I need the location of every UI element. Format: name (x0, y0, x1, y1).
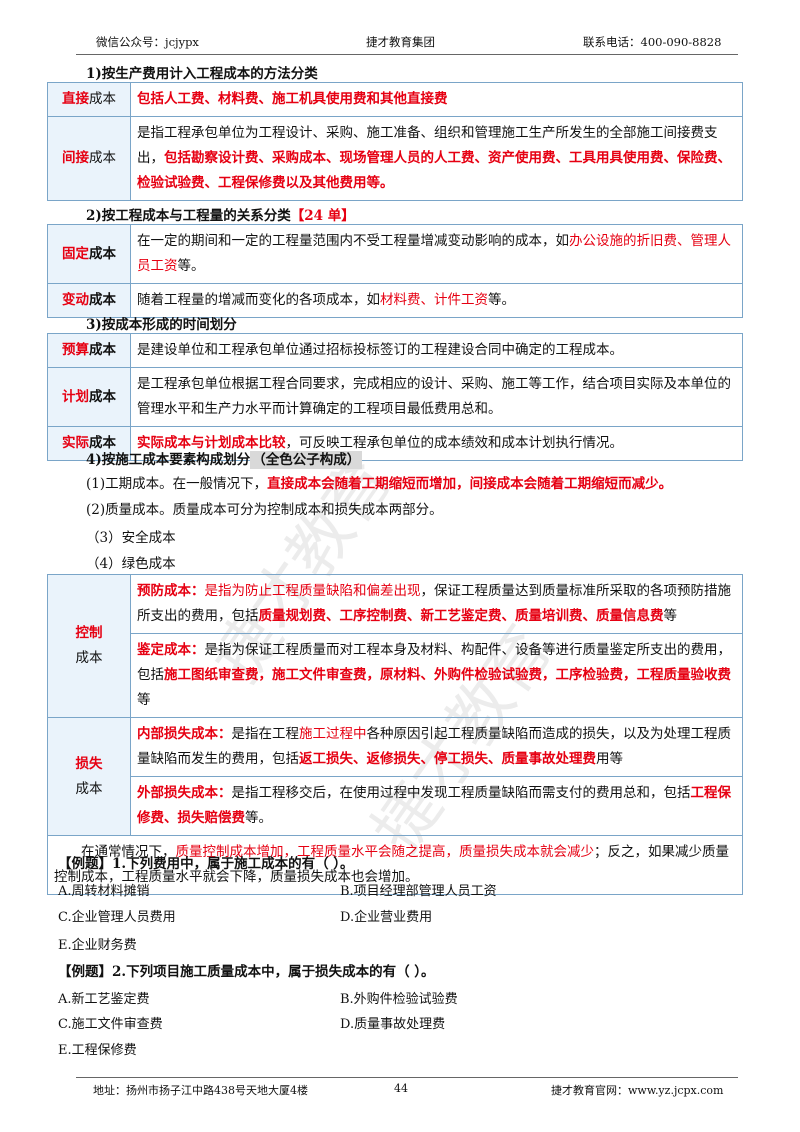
table-row: 外部损失成本：是指工程移交后，在使用过程中发现工程质量缺陷而需支付的费用总和，包… (48, 776, 743, 836)
footer-divider (76, 1077, 738, 1078)
option[interactable]: E.企业财务费 (58, 938, 137, 953)
row-key: 固定成本 (47, 224, 131, 284)
footer-website: 捷才教育官网：www.yz.jcpx.com (551, 1084, 724, 1097)
row-key: 计划成本 (47, 367, 131, 427)
row-key: 直接成本 (47, 82, 131, 117)
row-key: 间接成本 (47, 116, 131, 201)
table-row: 鉴定成本：是指为保证工程质量而对工程本身及材料、构配件、设备等进行质量鉴定所支出… (48, 633, 743, 718)
page-header: 微信公众号：jcjypx 捷才教育集团 联系电话：400-090-8828 (0, 34, 800, 52)
option[interactable]: B.项目经理部管理人员工资 (340, 884, 497, 899)
appraisal-cost: 鉴定成本：是指为保证工程质量而对工程本身及材料、构配件、设备等进行质量鉴定所支出… (130, 633, 743, 718)
mnemonic-tag: （全色公子构成） (250, 451, 363, 469)
header-phone: 联系电话：400-090-8828 (583, 35, 722, 49)
row-text: 是指工程承包单位为工程设计、采购、施工准备、组织和管理施工生产所发生的全部施工间… (130, 116, 743, 201)
row-text: 包括人工费、材料费、施工机具使用费和其他直接费 (130, 82, 743, 117)
row-key: 变动成本 (47, 283, 131, 318)
option[interactable]: E.工程保修费 (58, 1043, 137, 1058)
option[interactable]: A.周转材料摊销 (58, 884, 150, 899)
header-company: 捷才教育集团 (366, 35, 435, 49)
question-1: 【例题】1.下列费用中，属于施工成本的有（ ）。 (58, 856, 354, 872)
exam-tag: 【24 单】 (290, 208, 355, 224)
table-row: 变动成本 随着工程量的增减而变化的各项成本，如材料费、计件工资等。 (47, 283, 743, 318)
option[interactable]: B.外购件检验试验费 (340, 992, 458, 1007)
row-key: 实际成本 (47, 426, 131, 461)
section-title: 4)按施工成本要素构成划分（全色公子构成） (86, 451, 363, 469)
section-title: 1)按生产费用计入工程成本的方法分类 (86, 66, 318, 82)
quality-note: 在通常情况下，质量控制成本增加，工程质量水平会随之提高，质量损失成本就会减少；反… (47, 835, 743, 895)
green-cost-line: （4）绿色成本 (86, 556, 176, 572)
external-loss-cost: 外部损失成本：是指工程移交后，在使用过程中发现工程质量缺陷而需支付的费用总和，包… (130, 776, 743, 836)
footer-address: 地址：扬州市扬子江中路438号天地大厦4楼 (93, 1084, 308, 1097)
option[interactable]: A.新工艺鉴定费 (58, 992, 150, 1007)
question-2: 【例题】2.下列项目施工质量成本中，属于损失成本的有（ ）。 (58, 964, 435, 980)
row-text: 实际成本与计划成本比较，可反映工程承包单位的成本绩效和成本计划执行情况。 (130, 426, 743, 461)
time-cost-table: 预算成本 是建设单位和工程承包单位通过招标投标签订的工程建设合同中确定的工程成本… (47, 333, 743, 461)
table-row: 计划成本 是工程承包单位根据工程合同要求，完成相应的设计、采购、施工等工作，结合… (47, 367, 743, 427)
row-text: 在一定的期间和一定的工程量范围内不受工程量增减变动影响的成本，如办公设施的折旧费… (130, 224, 743, 284)
row-key: 预算成本 (47, 333, 131, 368)
safety-cost-line: （3）安全成本 (86, 530, 176, 546)
row-text: 是工程承包单位根据工程合同要求，完成相应的设计、采购、施工等工作，结合项目实际及… (130, 367, 743, 427)
header-wechat: 微信公众号：jcjypx (96, 35, 199, 49)
option[interactable]: D.企业营业费用 (340, 910, 433, 925)
row-text: 随着工程量的增减而变化的各项成本，如材料费、计件工资等。 (130, 283, 743, 318)
row-text: 是建设单位和工程承包单位通过招标投标签订的工程建设合同中确定的工程成本。 (130, 333, 743, 368)
table-row: 损失成本 内部损失成本：是指在工程施工过程中各种原因引起工程质量缺陷而造成的损失… (47, 717, 743, 836)
row-key: 控制成本 (47, 574, 131, 718)
section-title: 2)按工程成本与工程量的关系分类【24 单】 (86, 208, 355, 224)
table-row: 在通常情况下，质量控制成本增加，工程质量水平会随之提高，质量损失成本就会减少；反… (47, 835, 743, 895)
table-row: 间接成本 是指工程承包单位为工程设计、采购、施工准备、组织和管理施工生产所发生的… (47, 116, 743, 201)
internal-loss-cost: 内部损失成本：是指在工程施工过程中各种原因引起工程质量缺陷而造成的损失，以及为处… (130, 717, 743, 777)
quality-cost-line: (2)质量成本。质量成本可分为控制成本和损失成本两部分。 (86, 502, 443, 518)
fixed-variable-table: 固定成本 在一定的期间和一定的工程量范围内不受工程量增减变动影响的成本，如办公设… (47, 224, 743, 318)
table-row: 控制成本 预防成本：是指为防止工程质量缺陷和偏差出现，保证工程质量达到质量标准所… (47, 574, 743, 718)
cost-method-table: 直接成本 包括人工费、材料费、施工机具使用费和其他直接费 间接成本 是指工程承包… (47, 82, 743, 201)
option[interactable]: C.施工文件审查费 (58, 1017, 163, 1032)
quality-cost-table: 控制成本 预防成本：是指为防止工程质量缺陷和偏差出现，保证工程质量达到质量标准所… (47, 574, 743, 895)
table-row: 预算成本 是建设单位和工程承包单位通过招标投标签订的工程建设合同中确定的工程成本… (47, 333, 743, 368)
row-key: 损失成本 (47, 717, 131, 836)
section-title: 3)按成本形成的时间划分 (86, 317, 237, 333)
header-divider (76, 54, 738, 55)
option[interactable]: C.企业管理人员费用 (58, 910, 176, 925)
duration-cost-line: (1)工期成本。在一般情况下，直接成本会随着工期缩短而增加，间接成本会随着工期缩… (86, 476, 673, 492)
option[interactable]: D.质量事故处理费 (340, 1017, 446, 1032)
table-row: 固定成本 在一定的期间和一定的工程量范围内不受工程量增减变动影响的成本，如办公设… (47, 224, 743, 284)
page-number: 44 (394, 1082, 408, 1095)
prevention-cost: 预防成本：是指为防止工程质量缺陷和偏差出现，保证工程质量达到质量标准所采取的各项… (130, 574, 743, 634)
table-row: 实际成本 实际成本与计划成本比较，可反映工程承包单位的成本绩效和成本计划执行情况… (47, 426, 743, 461)
table-row: 直接成本 包括人工费、材料费、施工机具使用费和其他直接费 (47, 82, 743, 117)
